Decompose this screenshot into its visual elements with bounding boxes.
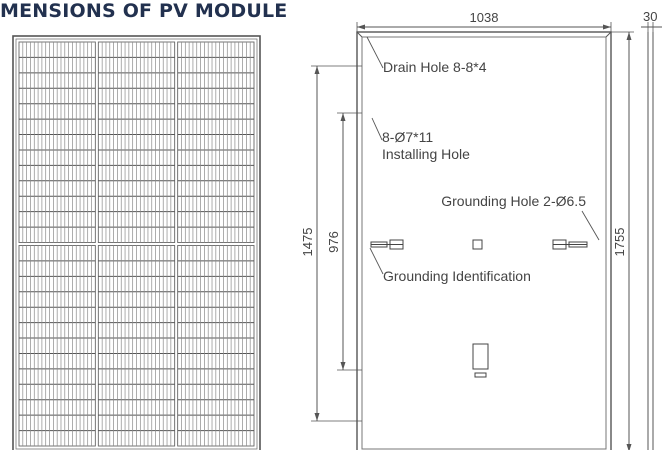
dimension-height: 1755 <box>611 31 634 450</box>
junction-box <box>472 343 489 378</box>
callout-installing-hole-line2: Installing Hole <box>382 146 470 162</box>
back-view-panel <box>356 31 612 450</box>
callout-drain-hole: Drain Hole 8-8*4 <box>366 36 487 75</box>
dimension-thickness: 30 <box>641 9 662 450</box>
callout-grounding-hole-label: Grounding Hole 2-Ø6.5 <box>441 193 586 209</box>
page-title: MENSIONS OF PV MODULE <box>0 0 288 22</box>
dimension-height-label: 1755 <box>612 228 627 257</box>
grounding-hole-left <box>370 239 404 250</box>
dimension-thickness-label: 30 <box>643 9 657 24</box>
dimension-width-label: 1038 <box>470 10 499 25</box>
dimension-outer-holes: 1475 <box>300 65 362 422</box>
callout-installing-hole-line1: 8-Ø7*11 <box>382 129 433 145</box>
callout-installing-hole: 8-Ø7*11 Installing Hole <box>371 117 470 162</box>
dimension-inner-holes-label: 976 <box>326 231 341 253</box>
front-view-cell-grid <box>18 41 255 447</box>
dimension-inner-holes: 976 <box>326 112 362 371</box>
callout-grounding-hole: Grounding Hole 2-Ø6.5 <box>441 193 600 241</box>
dimension-width: 1038 <box>356 10 612 32</box>
grounding-hole-right <box>552 239 588 250</box>
callout-drain-hole-label: Drain Hole 8-8*4 <box>383 59 487 75</box>
grounding-identification-mark <box>472 239 483 250</box>
dimension-outer-holes-label: 1475 <box>300 228 315 257</box>
callout-grounding-identification: Grounding Identification <box>369 247 531 284</box>
callout-grounding-identification-label: Grounding Identification <box>383 268 531 284</box>
front-view-panel <box>12 35 261 450</box>
